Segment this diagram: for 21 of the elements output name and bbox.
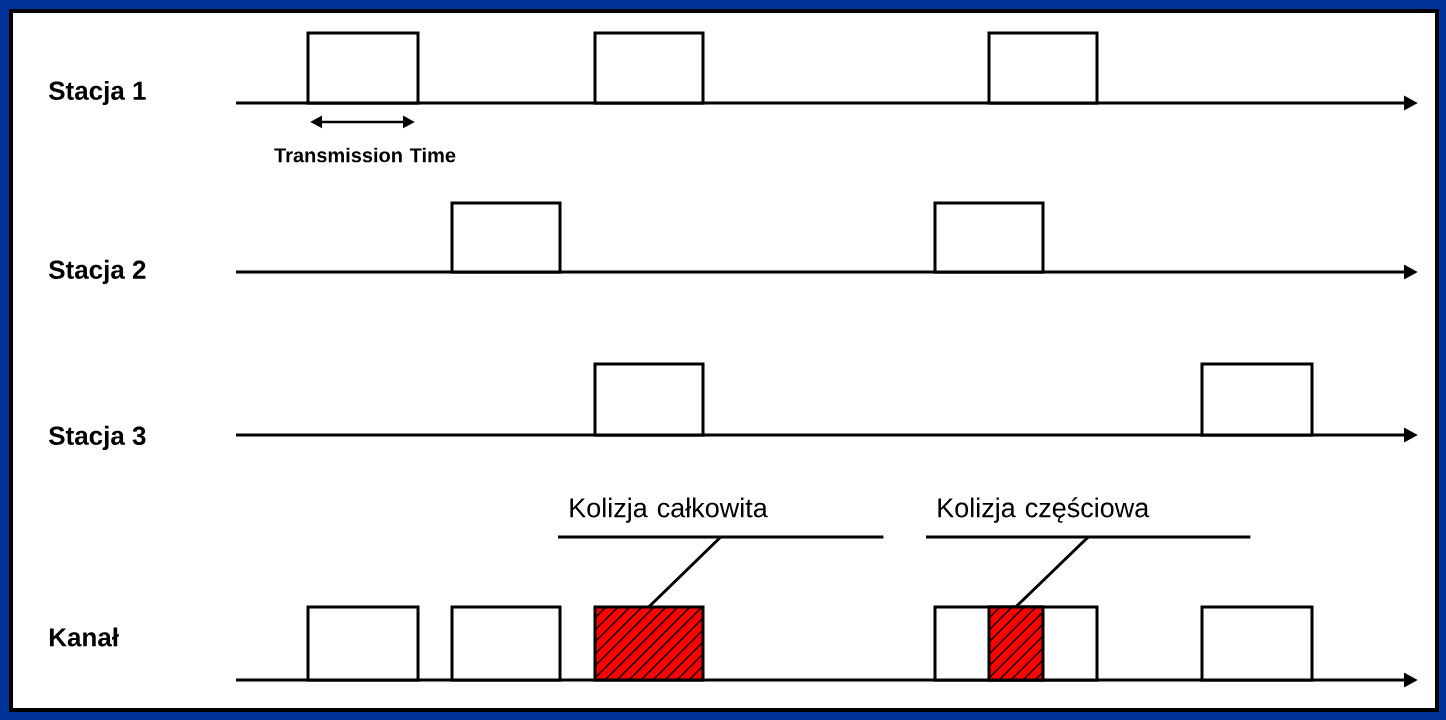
- packet-box: [933, 201, 1045, 274]
- packet-box: [306, 31, 420, 105]
- dimension-label: Transmission Time: [274, 147, 456, 163]
- collision-box: [987, 605, 1045, 682]
- leader-line: [647, 535, 722, 608]
- callout-text: Kolizja częściowa: [926, 497, 1251, 539]
- packet-box: [593, 31, 705, 105]
- collision-box: [593, 605, 705, 682]
- packet-box: [450, 201, 562, 274]
- packet-box: [450, 605, 562, 682]
- station-label: Stacja 2: [48, 259, 146, 285]
- packet-box: [987, 31, 1099, 105]
- packet-box: [1200, 605, 1314, 682]
- packet-box: [306, 605, 420, 682]
- packet-box: [1200, 362, 1314, 437]
- station-label: Stacja 1: [48, 80, 146, 106]
- station-label: Stacja 3: [48, 425, 146, 451]
- callout-text: Kolizja całkowita: [558, 497, 884, 539]
- channel-label: Kanał: [49, 627, 119, 647]
- packet-box: [593, 362, 705, 437]
- leader-line: [1014, 535, 1090, 608]
